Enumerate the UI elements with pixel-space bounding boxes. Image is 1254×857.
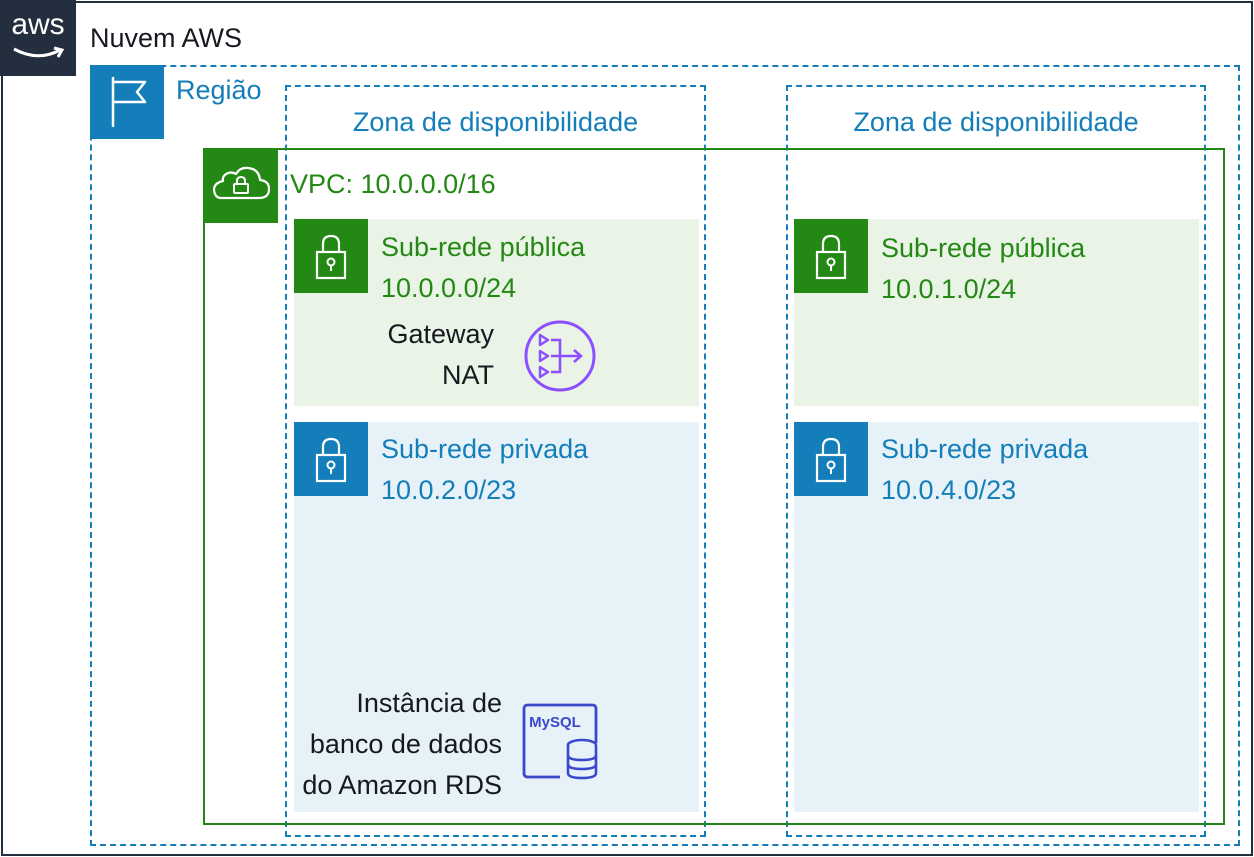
public-subnet-2-name: Sub-rede pública	[881, 233, 1086, 263]
private-subnet-2-cidr: 10.0.4.0/23	[881, 475, 1017, 505]
nat-gateway-icon	[524, 320, 596, 392]
vpc-group	[203, 148, 1225, 825]
padlock-icon	[794, 219, 868, 293]
nat-gateway-label-line1: Gateway	[387, 319, 494, 349]
aws-smile-icon	[13, 46, 64, 58]
aws-logo-text: aws	[11, 8, 65, 41]
rds-label-line3: do Amazon RDS	[302, 770, 502, 800]
rds-label-line1: Instância de	[356, 688, 502, 718]
private-subnet-1-name: Sub-rede privada	[381, 434, 589, 464]
nat-gateway-label-line2: NAT	[442, 360, 494, 390]
aws-logo-icon	[0, 0, 76, 76]
region-flag-icon	[90, 65, 164, 139]
padlock-icon	[294, 219, 368, 293]
availability-zone-2	[786, 85, 1206, 837]
rds-mysql-icon: MySQL	[522, 703, 598, 780]
cloud-title: Nuvem AWS	[90, 23, 243, 53]
availability-zone-1	[285, 85, 706, 837]
public-subnet-1-cidr: 10.0.0.0/24	[381, 273, 517, 303]
rds-label-line2: banco de dados	[309, 729, 502, 759]
region-group	[90, 65, 1240, 846]
vpc-title: VPC: 10.0.0.0/16	[290, 169, 496, 199]
public-subnet-1-name: Sub-rede pública	[381, 232, 586, 262]
availability-zone-1-title: Zona de disponibilidade	[352, 107, 639, 137]
region-title: Região	[176, 75, 262, 105]
padlock-icon	[794, 422, 868, 496]
private-subnet-2-name: Sub-rede privada	[881, 434, 1089, 464]
private-subnet-1-cidr: 10.0.2.0/23	[381, 475, 517, 505]
vpc-cloud-lock-icon	[203, 148, 278, 223]
rds-mysql-badge: MySQL	[529, 714, 581, 731]
padlock-icon	[294, 422, 368, 496]
public-subnet-2-cidr: 10.0.1.0/24	[881, 274, 1017, 304]
availability-zone-2-title: Zona de disponibilidade	[853, 107, 1139, 137]
